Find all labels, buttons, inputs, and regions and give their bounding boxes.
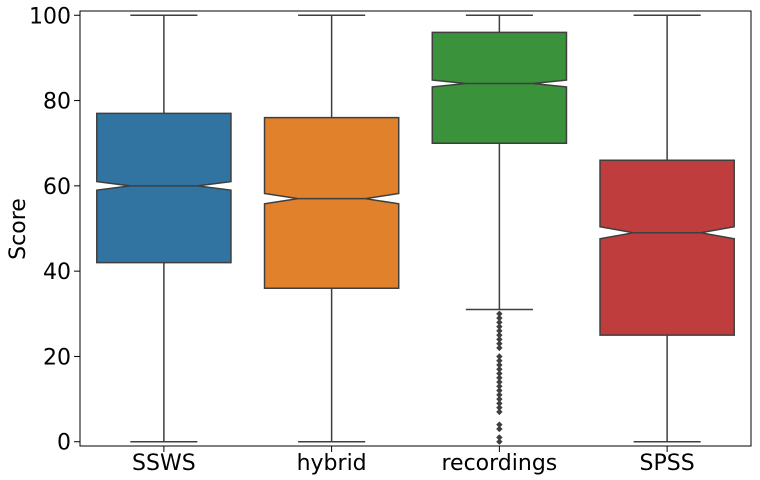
y-tick-label: 60 — [43, 175, 71, 200]
outlier-point — [496, 421, 503, 428]
outlier-point — [496, 387, 503, 394]
box-spss — [599, 14, 735, 443]
outlier-point — [496, 400, 503, 407]
y-tick-label: 40 — [43, 260, 71, 285]
outlier-point — [496, 404, 503, 411]
outlier-point — [496, 366, 503, 373]
x-tick-label: hybrid — [297, 451, 367, 476]
x-axis: SSWS hybrid recordings SPSS — [132, 446, 695, 476]
y-tick-label: 0 — [57, 431, 71, 456]
y-axis-label: Score — [6, 198, 31, 260]
box-body — [431, 31, 568, 144]
box-hybrid — [263, 14, 400, 443]
outlier-point — [496, 374, 503, 381]
outlier-point — [496, 340, 503, 347]
box-body — [599, 159, 735, 336]
y-tick-label: 80 — [43, 90, 71, 115]
outlier-point — [496, 438, 503, 445]
x-tick-label: recordings — [441, 451, 557, 476]
outlier-point — [496, 383, 503, 390]
outlier-point — [496, 336, 503, 343]
outlier-point — [496, 344, 503, 352]
outlier-point — [496, 331, 503, 339]
outlier-point — [496, 310, 503, 317]
y-axis: 0 20 40 60 80 100 — [29, 4, 80, 456]
outlier-point — [496, 314, 503, 322]
outlier-point — [496, 425, 503, 433]
x-tick-label: SPSS — [640, 451, 695, 476]
y-tick-label: 100 — [29, 4, 71, 29]
y-tick-label: 20 — [43, 345, 71, 370]
outlier-point — [496, 353, 503, 360]
outlier-point — [496, 357, 503, 364]
box-body — [263, 116, 400, 289]
box-ssws — [96, 14, 232, 443]
outlier-point — [496, 327, 503, 335]
outlier-point — [496, 391, 503, 399]
outlier-point — [496, 319, 503, 326]
plot-frame — [79, 10, 752, 447]
x-tick-label: SSWS — [132, 451, 196, 476]
box-recordings — [431, 14, 568, 445]
outlier-point — [496, 370, 503, 377]
outlier-point — [496, 434, 503, 441]
outlier-point — [496, 361, 503, 369]
outlier-point — [496, 395, 503, 403]
box-body — [96, 112, 232, 264]
outlier-point — [496, 378, 503, 386]
boxes-layer — [96, 14, 735, 445]
outlier-point — [496, 323, 503, 330]
outlier-point — [496, 408, 503, 416]
